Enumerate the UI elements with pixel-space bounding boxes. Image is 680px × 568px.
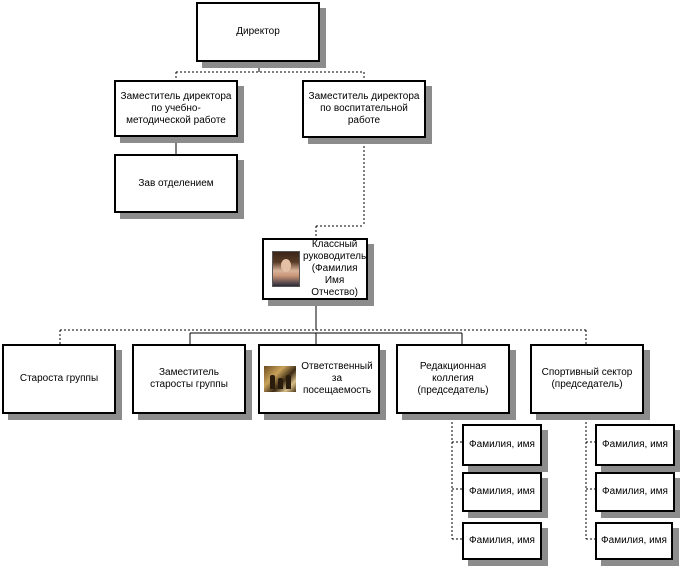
deputy-methodical-label: Заместитель директора по учебно-методиче… xyxy=(120,90,232,126)
sports-member-label: Фамилия, имя xyxy=(602,439,668,450)
class-teacher-box: Классный руководитель (Фамилия Имя Отчес… xyxy=(262,238,368,300)
director-label: Директор xyxy=(236,26,280,37)
deputy-educational-label: Заместитель директора по воспитательной … xyxy=(308,91,420,126)
deputy-group-head-label: Заместитель старосты группы xyxy=(150,367,228,390)
attendance-label: Ответственный за посещаемость xyxy=(301,361,373,396)
deputy-group-head-box: Заместитель старосты группы xyxy=(132,344,246,414)
editorial-member-label: Фамилия, имя xyxy=(469,535,535,546)
attendance-photo-icon xyxy=(264,366,296,392)
editorial-box: Редакционная коллегия (председатель) xyxy=(396,344,510,414)
editorial-label: Редакционная коллегия (председатель) xyxy=(417,361,489,396)
sports-member-box: Фамилия, имя xyxy=(595,472,675,512)
group-head-label: Староста группы xyxy=(19,373,99,384)
attendance-box: Ответственный за посещаемость xyxy=(258,344,380,414)
editorial-member-box: Фамилия, имя xyxy=(462,424,542,466)
class-teacher-label: Классный руководитель (Фамилия Имя Отчес… xyxy=(303,239,367,298)
head-department-label: Зав отделением xyxy=(138,177,214,189)
deputy-methodical-box: Заместитель директора по учебно-методиче… xyxy=(114,80,238,137)
group-head-box: Староста группы xyxy=(2,344,116,414)
editorial-member-box: Фамилия, имя xyxy=(462,472,542,512)
teacher-photo-icon xyxy=(272,251,300,287)
sports-member-box: Фамилия, имя xyxy=(595,424,675,466)
editorial-member-box: Фамилия, имя xyxy=(462,522,542,560)
editorial-member-label: Фамилия, имя xyxy=(469,439,535,450)
sports-box: Спортивный сектор (председатель) xyxy=(530,344,644,414)
sports-member-box: Фамилия, имя xyxy=(595,522,673,560)
sports-label: Спортивный сектор (председатель) xyxy=(541,367,633,390)
deputy-educational-box: Заместитель директора по воспитательной … xyxy=(302,80,426,138)
head-department-box: Зав отделением xyxy=(114,154,238,213)
sports-member-label: Фамилия, имя xyxy=(601,535,667,546)
editorial-member-label: Фамилия, имя xyxy=(469,486,535,497)
sports-member-label: Фамилия, имя xyxy=(602,486,668,497)
director-box: Директор xyxy=(196,2,320,62)
